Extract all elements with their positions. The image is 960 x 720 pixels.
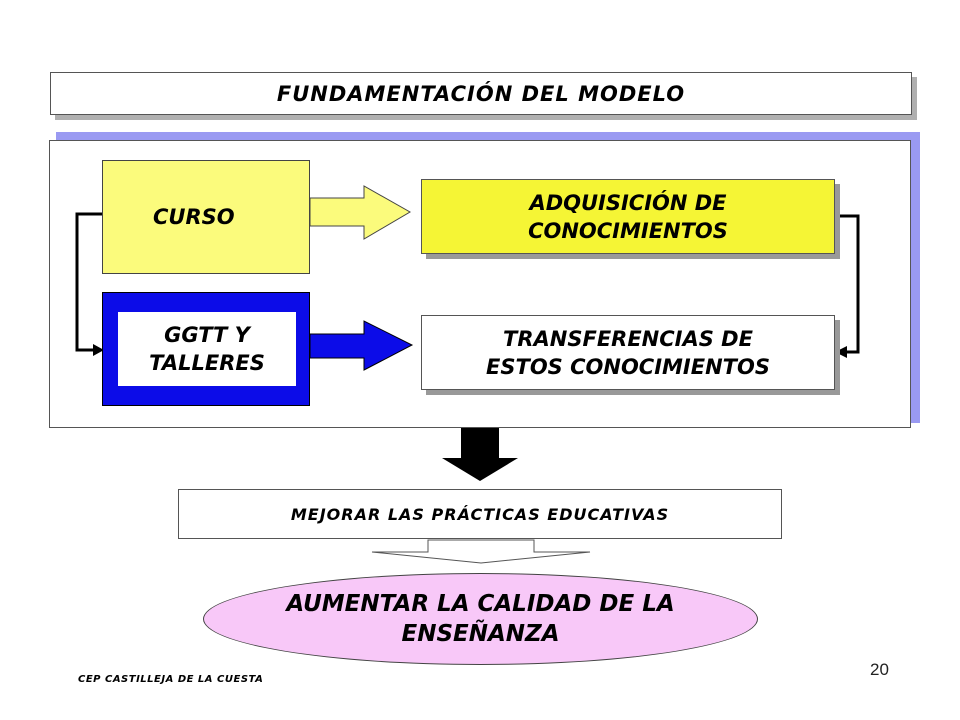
adquisicion-line2: CONOCIMIENTOS	[528, 218, 728, 243]
ggtt-arrow	[309, 320, 414, 371]
left-feedback-arrowhead	[93, 344, 104, 356]
aumentar-line1: AUMENTAR LA CALIDAD DE LA	[286, 591, 675, 617]
left-feedback-line	[75, 212, 102, 352]
ggtt-label-box: GGTT Y TALLERES	[118, 312, 296, 386]
mejorar-box: MEJORAR LAS PRÁCTICAS EDUCATIVAS	[178, 489, 782, 539]
chevron-arrow	[371, 539, 591, 564]
curso-label: CURSO	[153, 205, 235, 229]
right-feedback-arrowhead	[835, 346, 847, 358]
adquisicion-line1: ADQUISICIÓN DE	[529, 190, 727, 215]
title-box: FUNDAMENTACIÓN DEL MODELO	[50, 72, 912, 115]
aumentar-line2: ENSEÑANZA	[401, 621, 560, 647]
right-feedback-line	[840, 214, 860, 354]
slide-title: FUNDAMENTACIÓN DEL MODELO	[276, 81, 686, 106]
mejorar-label: MEJORAR LAS PRÁCTICAS EDUCATIVAS	[290, 504, 670, 524]
footer-text: CEP CASTILLEJA DE LA CUESTA	[78, 674, 264, 685]
ggtt-label-line1: GGTT Y	[164, 323, 250, 347]
curso-box: CURSO	[102, 160, 310, 274]
aumentar-ellipse: AUMENTAR LA CALIDAD DE LA ENSEÑANZA	[203, 573, 758, 665]
page-number: 20	[870, 660, 889, 679]
transferencias-box: TRANSFERENCIAS DE ESTOS CONOCIMIENTOS	[421, 315, 835, 390]
adquisicion-box: ADQUISICIÓN DE CONOCIMIENTOS	[421, 179, 835, 254]
curso-arrow	[309, 185, 412, 240]
ggtt-label-line2: TALLERES	[149, 351, 265, 375]
transferencias-line1: TRANSFERENCIAS DE	[503, 326, 753, 351]
transferencias-line2: ESTOS CONOCIMIENTOS	[486, 354, 770, 379]
down-arrow	[442, 428, 518, 481]
